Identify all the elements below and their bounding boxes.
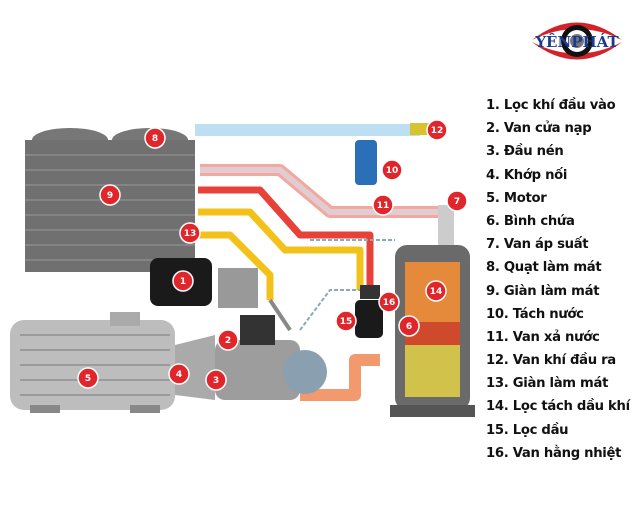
- marker-13: [179, 222, 201, 244]
- marker-label: 10: [386, 166, 399, 176]
- motor: [10, 312, 175, 413]
- marker-2: [217, 329, 239, 351]
- compressor: [175, 315, 327, 400]
- marker-label: 14: [430, 287, 443, 297]
- marker-1: [172, 270, 194, 292]
- legend-item: 1. Lọc khí đầu vào: [486, 98, 616, 113]
- marker-label: 2: [225, 336, 231, 346]
- marker-7: [446, 190, 468, 212]
- marker-5: [77, 367, 99, 389]
- marker-label: 16: [383, 298, 396, 308]
- marker-14: [425, 280, 447, 302]
- logo: YÊNPHÁT: [532, 22, 622, 60]
- marker-16: [378, 291, 400, 313]
- marker-8: [144, 127, 166, 149]
- legend-item: 10. Tách nước: [486, 306, 584, 322]
- marker-label: 8: [152, 134, 158, 144]
- marker-11: [372, 194, 394, 216]
- marker-label: 1: [180, 277, 186, 287]
- marker-label: 4: [176, 370, 182, 380]
- legend-item: 13. Giàn làm mát: [486, 376, 609, 392]
- marker-label: 6: [406, 322, 412, 332]
- marker-10: [381, 159, 403, 181]
- marker-label: 13: [184, 229, 197, 239]
- legend-item: 5. Motor: [486, 190, 547, 206]
- filters: [355, 123, 430, 338]
- legend-item: 15. Lọc dầu: [486, 422, 569, 438]
- svg-text:YÊNPHÁT: YÊNPHÁT: [534, 33, 619, 51]
- air-filter: [150, 258, 258, 308]
- legend-item: 8. Quạt làm mát: [486, 260, 602, 276]
- marker-3: [205, 369, 227, 391]
- legend-item: 16. Van hằng nhiệt: [486, 445, 622, 461]
- receiver-tank: [390, 205, 475, 417]
- legend-item: 2. Van cửa nạp: [486, 121, 592, 137]
- marker-label: 5: [85, 374, 91, 384]
- marker-label: 11: [377, 201, 390, 211]
- legend-item: 14. Lọc tách dầu khí: [486, 399, 630, 415]
- marker-12: [426, 119, 448, 141]
- legend-item: 3. Đầu nén: [486, 144, 564, 160]
- legend-item: 6. Bình chứa: [486, 213, 575, 229]
- marker-label: 3: [213, 376, 219, 386]
- marker-9: [99, 184, 121, 206]
- oil-pipes: [198, 186, 395, 332]
- legend-item: 7. Van áp suất: [486, 237, 589, 253]
- legend: 1. Lọc khí đầu vào 2. Van cửa nạp 3. Đầu…: [486, 94, 630, 465]
- marker-label: 12: [431, 126, 444, 136]
- legend-item: 9. Giàn làm mát: [486, 283, 600, 299]
- marker-15: [335, 310, 357, 332]
- legend-item: 11. Van xả nước: [486, 329, 600, 345]
- marker-label: 7: [454, 197, 460, 207]
- marker-6: [398, 315, 420, 337]
- marker-4: [168, 363, 190, 385]
- legend-item: 12. Van khí đầu ra: [486, 353, 616, 369]
- marker-label: 15: [340, 317, 353, 327]
- marker-label: 9: [107, 191, 113, 201]
- legend-item: 4. Khớp nối: [486, 167, 568, 183]
